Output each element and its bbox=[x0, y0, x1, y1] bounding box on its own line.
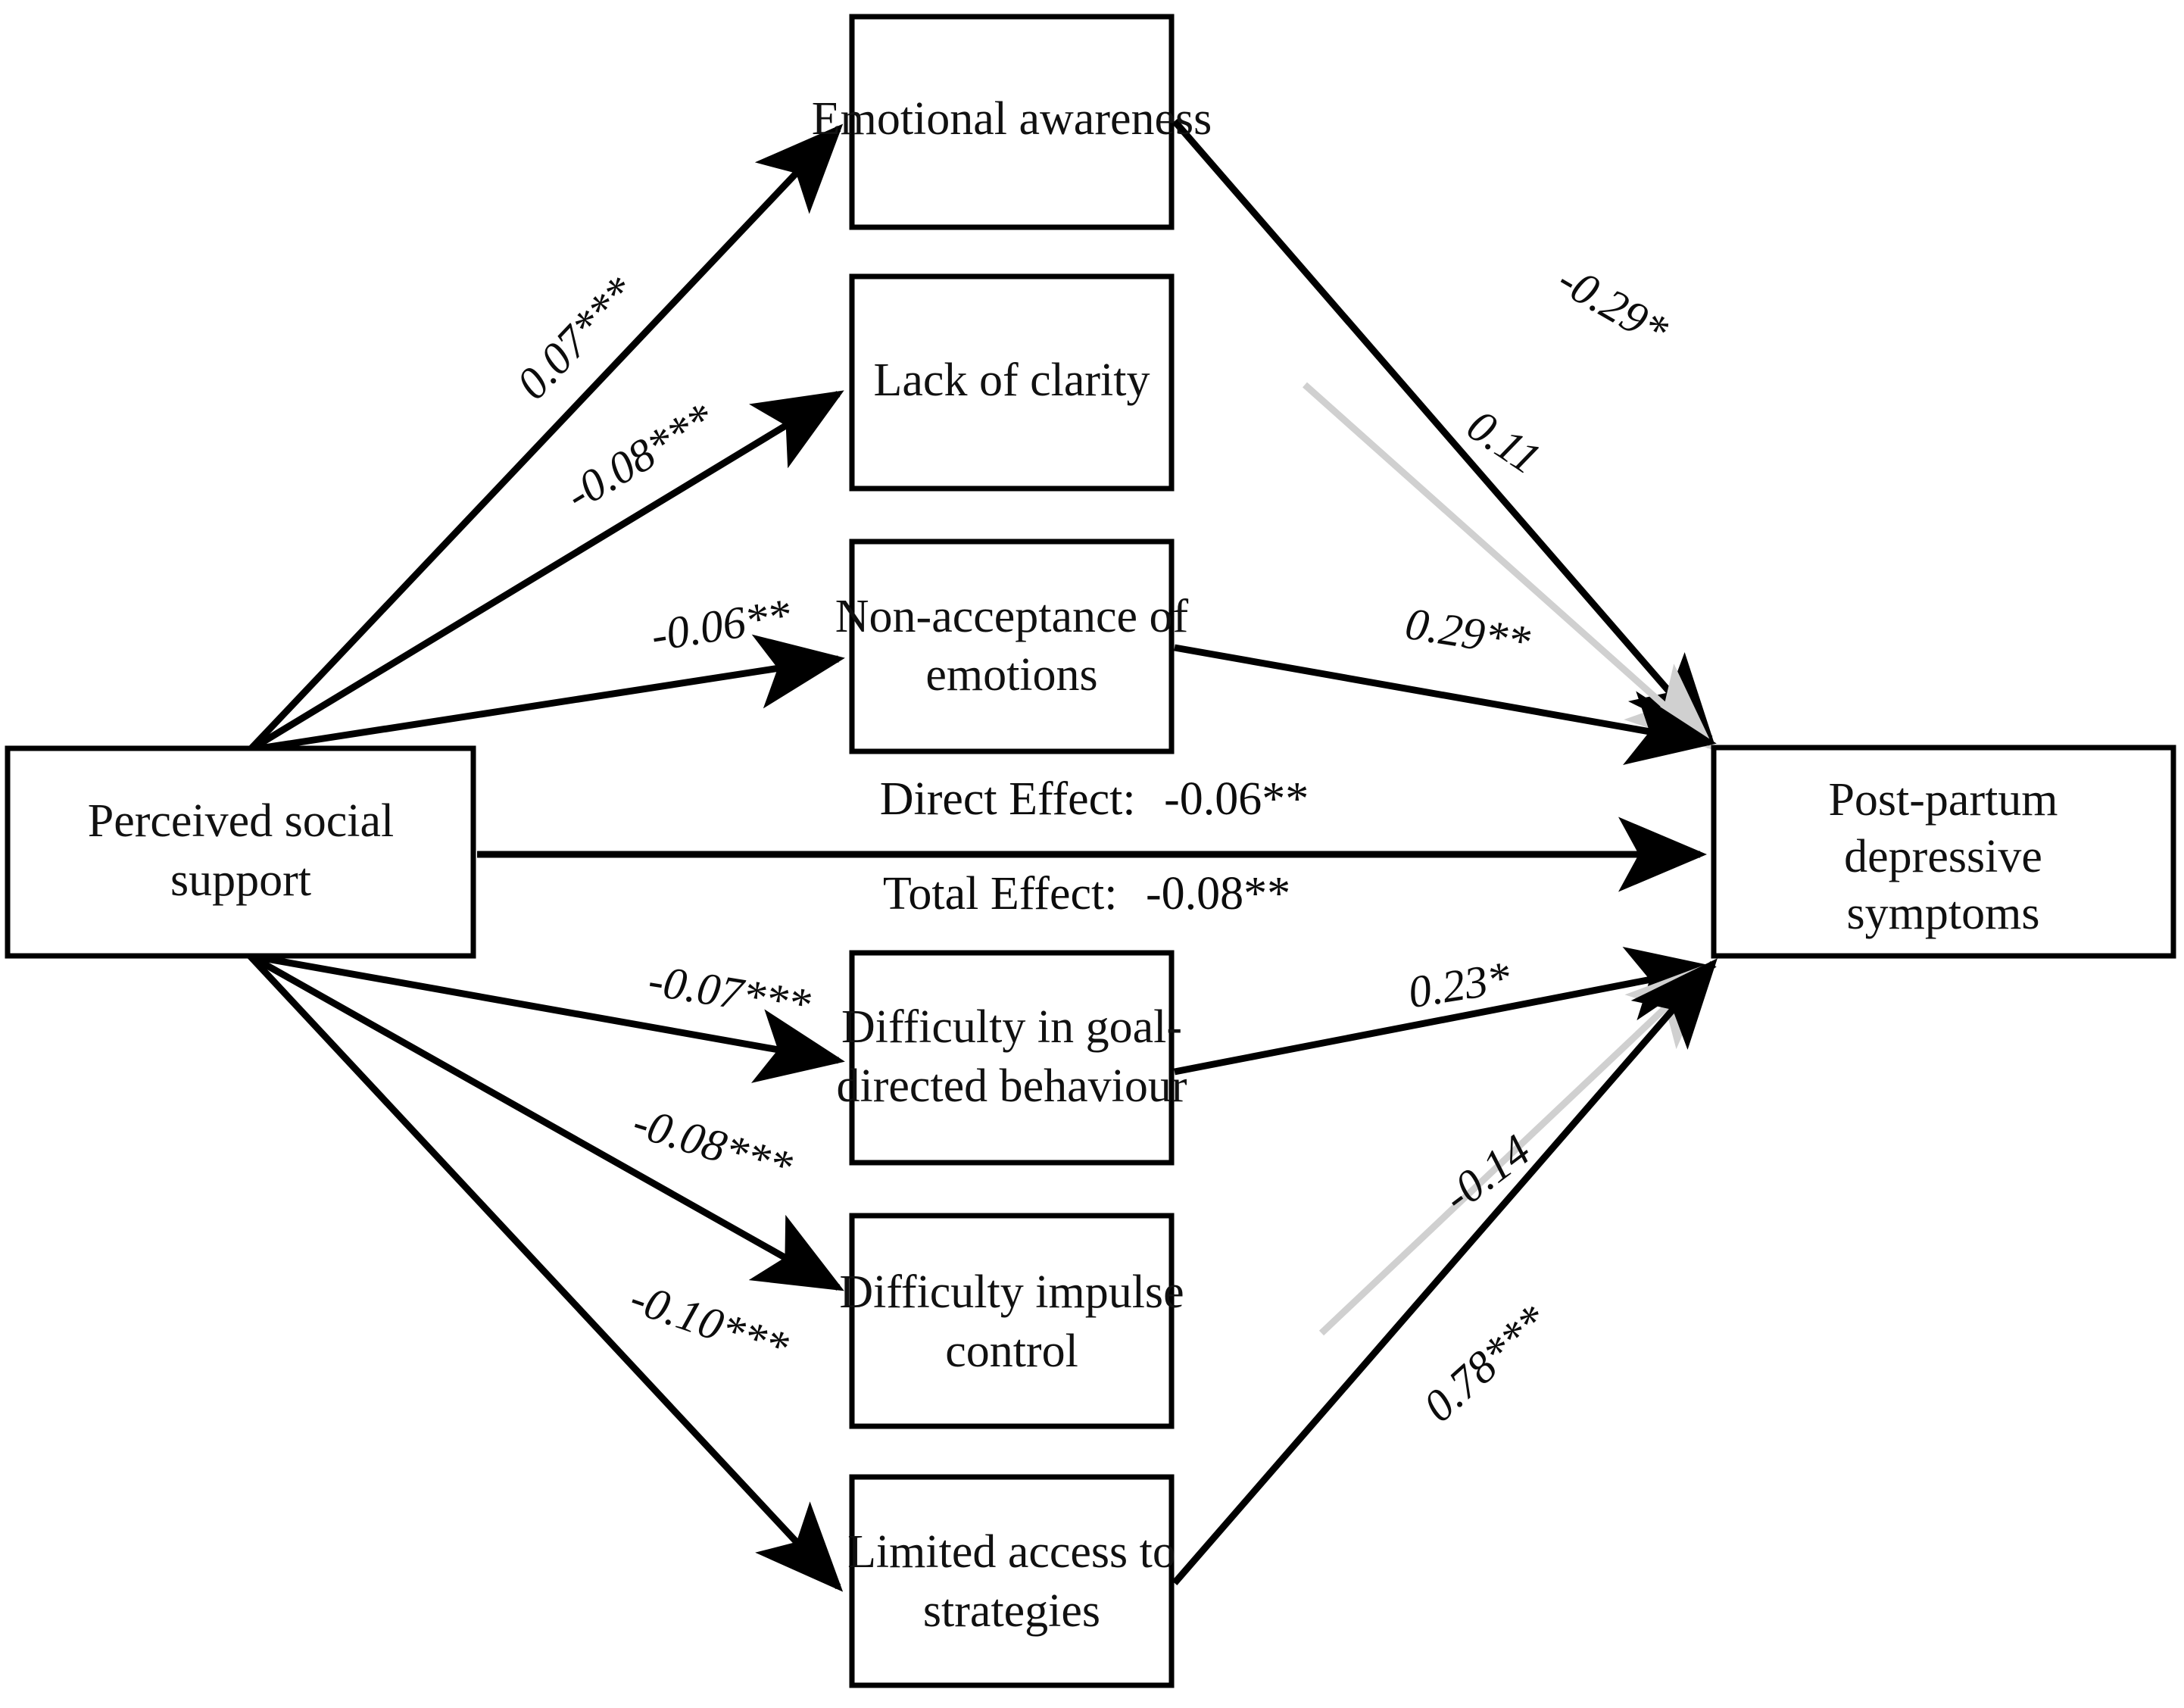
mediator-3-label-line2: emotions bbox=[925, 649, 1097, 701]
node-post-partum-depressive-symptoms[interactable]: Post-partum depressive symptoms bbox=[1711, 745, 2176, 959]
b-path-group bbox=[1172, 119, 1718, 1585]
mediator-6-label-line2: strategies bbox=[923, 1585, 1100, 1637]
arrow-emotional-awareness-to-outcome bbox=[1172, 119, 1714, 744]
total-effect-value: -0.08** bbox=[1146, 868, 1290, 920]
coef-a-difficulty-impulse: -0.08*** bbox=[627, 1097, 797, 1192]
mediator-4-label-line2: directed behaviour bbox=[836, 1060, 1187, 1112]
arrow-lack-of-clarity-to-outcome bbox=[1303, 382, 1715, 751]
coef-b-limited-access: 0.78*** bbox=[1414, 1295, 1557, 1432]
coef-b-emotional-awareness: -0.29* bbox=[1549, 254, 1676, 356]
arrow-to-difficulty-impulse bbox=[248, 953, 844, 1291]
outcome-label-line1: Post-partum bbox=[1828, 774, 2058, 826]
svg-text:Direct Effect: -0.06**: Direct Effect: -0.06** bbox=[880, 773, 1309, 825]
total-effect-text: Total Effect: bbox=[883, 868, 1118, 920]
node-non-acceptance-of-emotions[interactable]: Non-acceptance of emotions bbox=[835, 539, 1189, 754]
coef-a-lack-of-clarity: -0.08*** bbox=[557, 393, 722, 520]
mediator-5-label-line1: Difficulty impulse bbox=[839, 1266, 1184, 1318]
node-difficulty-goal-directed-behaviour[interactable]: Difficulty in goal- directed behaviour bbox=[836, 950, 1187, 1166]
arrow-to-difficulty-goal bbox=[249, 952, 845, 1083]
node-perceived-social-support[interactable]: Perceived social support bbox=[5, 745, 476, 959]
svg-text:Total Effect: -0.08**: Total Effect: -0.08** bbox=[883, 868, 1290, 920]
coef-a-limited-access: -0.10*** bbox=[624, 1272, 794, 1372]
node-limited-access-to-strategies[interactable]: Limited access to strategies bbox=[847, 1474, 1176, 1688]
arrow-to-limited-access bbox=[247, 953, 844, 1592]
outcome-label-line3: symptoms bbox=[1847, 888, 2040, 939]
arrow-to-emotional-awareness bbox=[247, 123, 844, 753]
a-path-group bbox=[247, 123, 845, 1592]
mediator-5-label-line2: control bbox=[945, 1325, 1078, 1377]
mediator-3-label-line1: Non-acceptance of bbox=[835, 591, 1189, 642]
arrow-to-non-acceptance bbox=[249, 634, 845, 754]
predictor-label-line1: Perceived social bbox=[88, 795, 395, 847]
predictor-label-line2: support bbox=[170, 854, 311, 906]
mediator-4-label-line1: Difficulty in goal- bbox=[841, 1001, 1182, 1053]
mediator-6-label-line1: Limited access to bbox=[847, 1526, 1176, 1578]
direct-effect-value: -0.06** bbox=[1164, 773, 1309, 825]
total-effect-label: Total Effect: -0.08** bbox=[883, 868, 1290, 920]
mediator-2-label-line1: Lack of clarity bbox=[874, 354, 1150, 406]
node-lack-of-clarity[interactable]: Lack of clarity bbox=[849, 273, 1175, 492]
node-difficulty-impulse-control[interactable]: Difficulty impulse control bbox=[839, 1213, 1184, 1429]
outcome-label-line2: depressive bbox=[1844, 831, 2042, 882]
node-emotional-awareness[interactable]: Emotional awareness bbox=[812, 14, 1212, 230]
coef-a-non-acceptance: -0.06** bbox=[647, 589, 794, 660]
coef-a-emotional-awareness: 0.07*** bbox=[507, 267, 644, 409]
arrow-to-lack-of-clarity bbox=[248, 390, 844, 753]
arrow-difficulty-goal-to-outcome bbox=[1174, 946, 1717, 1076]
coef-a-difficulty-goal: -0.07*** bbox=[645, 955, 814, 1030]
arrow-limited-access-to-outcome bbox=[1172, 958, 1718, 1585]
coef-b-lack-of-clarity: 0.11 bbox=[1459, 400, 1549, 484]
mediator-1-label-line1: Emotional awareness bbox=[812, 93, 1212, 145]
coef-b-non-acceptance: 0.29** bbox=[1402, 598, 1533, 667]
arrow-non-acceptance-to-outcome bbox=[1174, 644, 1717, 765]
direct-effect-label: Direct Effect: -0.06** bbox=[880, 773, 1309, 825]
direct-effect-text: Direct Effect: bbox=[880, 773, 1136, 825]
